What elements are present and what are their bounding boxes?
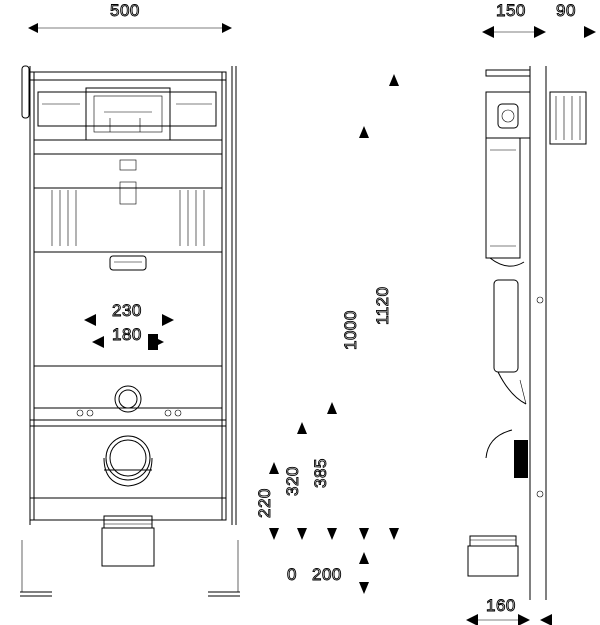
vertical-dimensions: 1120 1000 385 320 220 0 200 — [255, 74, 399, 594]
flush-plate — [549, 91, 587, 145]
arrow-right-icon — [222, 23, 232, 33]
bolt-hole — [114, 385, 142, 413]
depth-label-top: 150 — [496, 1, 526, 20]
drain-height-label: 385 — [311, 458, 330, 488]
side-drain-block — [514, 440, 528, 478]
inner-label-b: 180 — [112, 325, 142, 344]
height-total-label: 1120 — [373, 286, 392, 325]
floor-zero-label: 0 — [287, 565, 297, 584]
width-label: 500 — [110, 1, 140, 20]
height-bowl-label: 1000 — [341, 310, 360, 350]
height-c-label: 220 — [255, 488, 274, 518]
side-cistern-body — [485, 137, 521, 259]
inner-dimension-a: 230 — [84, 301, 174, 326]
offset-label-top: 90 — [556, 1, 576, 20]
inner-label-a: 230 — [112, 301, 142, 320]
arrow-left-icon — [28, 23, 38, 33]
side-cistern-head — [485, 91, 531, 139]
cistern-slats-right — [179, 190, 205, 246]
depth-dimension-bottom: 160 — [466, 596, 552, 625]
floor-offset-label: 200 — [312, 565, 342, 584]
side-pipe — [493, 279, 519, 373]
depth-label-bottom: 160 — [486, 596, 516, 615]
front-view: 500 — [20, 1, 240, 597]
width-dimension: 500 — [28, 1, 232, 33]
drain-pipe — [101, 515, 155, 567]
depth-dimension-top: 150 90 — [482, 1, 596, 38]
cistern-slats-left — [51, 190, 77, 246]
frame-outline — [29, 71, 227, 521]
side-view: 150 90 — [466, 1, 596, 625]
height-b-label: 320 — [283, 466, 302, 496]
drain-outlet — [105, 435, 151, 481]
inner-dimension-b: 180 — [92, 325, 164, 350]
